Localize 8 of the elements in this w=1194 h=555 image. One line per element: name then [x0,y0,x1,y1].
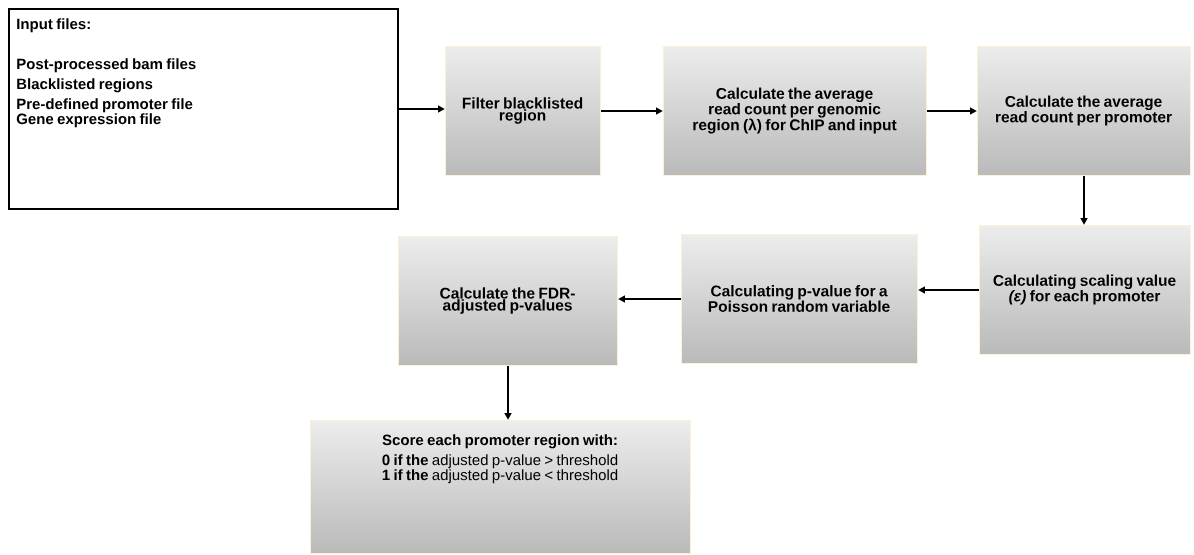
input-box: Input files: Post-processed bam files Blacklisted regions Pre-defined promoter file Gene expression file [8,8,399,210]
process-box: Calculate the average read count per genomic region (λ) for ChIP and input [663,46,927,176]
process-box: Calculating p-value for a Poisson random variable [681,234,918,364]
score-box: Score each promoter region with: 0 if the adjusted p-value > threshold 1 if the adjusted p-value < threshold [310,420,691,554]
process-box: Calculating scaling value (ε) for each promoter [979,225,1191,355]
process-box: Calculate the FDR-adjusted p-values [398,236,618,366]
process-box: Calculate the average read count per promoter [977,46,1191,176]
process-box: Filter blacklisted region [445,46,601,176]
